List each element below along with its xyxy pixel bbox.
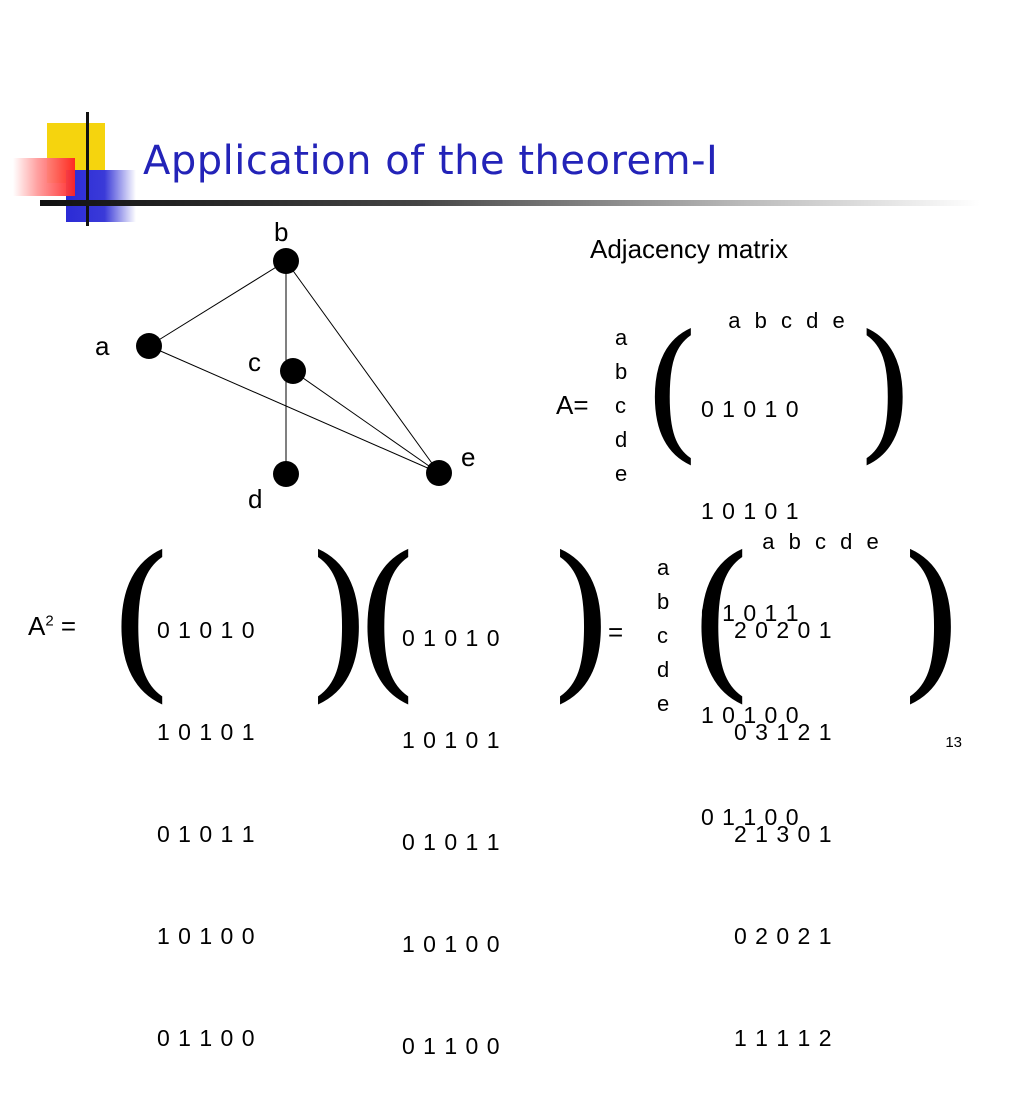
- node-label-c: c: [248, 347, 261, 377]
- adjacency-row-labels: a b c d e: [615, 325, 628, 486]
- node-b: [273, 248, 299, 274]
- edge-c-e: [292, 370, 440, 474]
- matrix-row: 1 0 1 0 0: [157, 923, 255, 949]
- matrix-row: 0 1 0 1 1: [157, 821, 255, 847]
- node-label-a: a: [95, 331, 110, 361]
- square-lhs: A2 =: [28, 611, 77, 641]
- matrix-row: 0 1 0 1 0: [402, 625, 500, 651]
- matrix-row: 2 0 2 0 1: [734, 617, 832, 643]
- node-e: [426, 460, 452, 486]
- left-factor-left-paren: (: [108, 521, 175, 719]
- slide-title: Application of the theorem-I: [143, 138, 719, 184]
- node-label-e: e: [461, 442, 476, 472]
- matrix-row: 1 1 1 1 2: [734, 1025, 832, 1051]
- adjacency-left-paren: (: [643, 304, 702, 478]
- right-factor-matrix: 0 1 0 1 0 1 0 1 0 1 0 1 0 1 1 1 0 1 0 0 …: [402, 553, 500, 1097]
- node-c: [280, 358, 306, 384]
- result-right-paren: ): [898, 521, 965, 719]
- matrix-row: 1 0 1 0 1: [157, 719, 255, 745]
- graph-diagram: [136, 248, 452, 487]
- adjacency-right-paren: ): [856, 304, 915, 478]
- adjacency-heading: Adjacency matrix: [590, 234, 788, 264]
- decor-red-bar: [13, 158, 75, 196]
- node-label-b: b: [274, 217, 289, 247]
- decor-blue-square: [66, 170, 136, 222]
- edge-a-b: [148, 260, 287, 347]
- right-factor-right-paren: ): [548, 521, 615, 719]
- matrix-row: 0 3 1 2 1: [734, 719, 832, 745]
- node-label-d: d: [248, 484, 263, 514]
- result-col-labels: a b c d e: [762, 529, 879, 554]
- adjacency-col-labels: a b c d e: [728, 308, 845, 333]
- matrix-row: 1 0 1 0 1: [402, 727, 500, 753]
- equals-sign: =: [608, 617, 624, 647]
- left-factor-matrix: 0 1 0 1 0 1 0 1 0 1 0 1 0 1 1 1 0 1 0 0 …: [157, 545, 255, 1089]
- edge-b-e: [285, 260, 440, 474]
- edge-a-e: [148, 345, 440, 474]
- matrix-row: 0 1 0 1 0: [701, 396, 799, 422]
- result-left-paren: (: [688, 521, 755, 719]
- decor-vertical-line: [86, 112, 89, 226]
- matrix-row: 1 0 1 0 0: [402, 931, 500, 957]
- matrix-row: 0 1 1 0 0: [157, 1025, 255, 1051]
- result-row-labels: a b c d e: [657, 555, 670, 716]
- matrix-row: 2 1 3 0 1: [734, 821, 832, 847]
- left-factor-right-paren: ): [306, 521, 373, 719]
- matrix-row: 0 1 0 1 1: [701, 600, 799, 626]
- matrix-row: 0 1 1 0 0: [402, 1033, 500, 1059]
- node-a: [136, 333, 162, 359]
- matrix-row: 1 0 1 0 0: [701, 702, 799, 728]
- matrix-row: 0 1 0 1 0: [157, 617, 255, 643]
- page-number: 13: [945, 734, 962, 751]
- node-d: [273, 461, 299, 487]
- matrix-row: 0 1 0 1 1: [402, 829, 500, 855]
- matrix-row: 0 2 0 2 1: [734, 923, 832, 949]
- title-underline: [40, 200, 980, 206]
- matrix-row: 1 0 1 0 1: [701, 498, 799, 524]
- adjacency-lhs: A=: [556, 390, 589, 420]
- result-matrix: 2 0 2 0 1 0 3 1 2 1 2 1 3 0 1 0 2 0 2 1 …: [734, 545, 832, 1089]
- right-factor-left-paren: (: [354, 521, 421, 719]
